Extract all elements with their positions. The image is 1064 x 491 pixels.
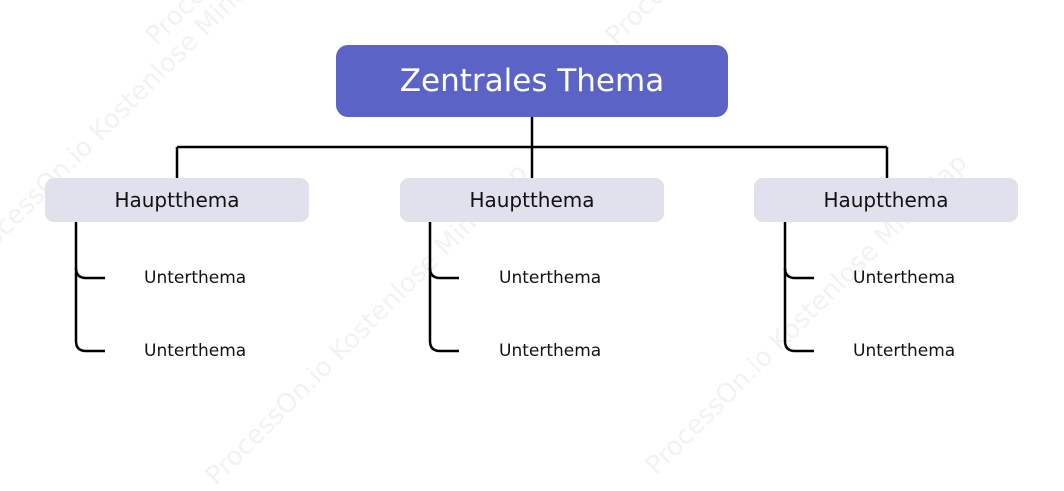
branch-node-2[interactable]: Hauptthema [400, 178, 664, 222]
connector-lines [74, 117, 889, 353]
subtopic-node-2-1[interactable]: Unterthema [499, 265, 601, 291]
root-node-zentrales-thema[interactable]: Zentrales Thema [336, 45, 728, 117]
subtopic-label: Unterthema [144, 341, 247, 361]
branch-node-1[interactable]: Hauptthema [45, 178, 309, 222]
subtopic-label: Unterthema [853, 268, 956, 288]
subtopic-node-3-2[interactable]: Unterthema [853, 338, 955, 364]
subtopic-node-3-1[interactable]: Unterthema [853, 265, 955, 291]
subtopic-label: Unterthema [499, 341, 602, 361]
sub-connector-2-2 [428, 340, 459, 353]
subtopic-node-2-2[interactable]: Unterthema [499, 338, 601, 364]
sub-connector-2-1 [428, 267, 459, 280]
mindmap-canvas: ProcessOn.io Kostenlose MindMap ProcessO… [0, 0, 1018, 491]
subtopic-label: Unterthema [144, 268, 247, 288]
sub-connector-1-1 [74, 267, 105, 280]
subtopic-node-1-2[interactable]: Unterthema [144, 338, 246, 364]
branch-node-3[interactable]: Hauptthema [754, 178, 1018, 222]
subtopic-label: Unterthema [853, 341, 956, 361]
subtopic-node-1-1[interactable]: Unterthema [144, 265, 246, 291]
branch-node-label: Hauptthema [469, 188, 595, 212]
sub-connector-3-1 [783, 267, 814, 280]
subtopic-label: Unterthema [499, 268, 602, 288]
branch-node-label: Hauptthema [114, 188, 240, 212]
branch-node-label: Hauptthema [823, 188, 949, 212]
sub-connector-1-2 [74, 340, 105, 353]
root-node-label: Zentrales Thema [399, 63, 665, 99]
sub-connector-3-2 [783, 340, 814, 353]
